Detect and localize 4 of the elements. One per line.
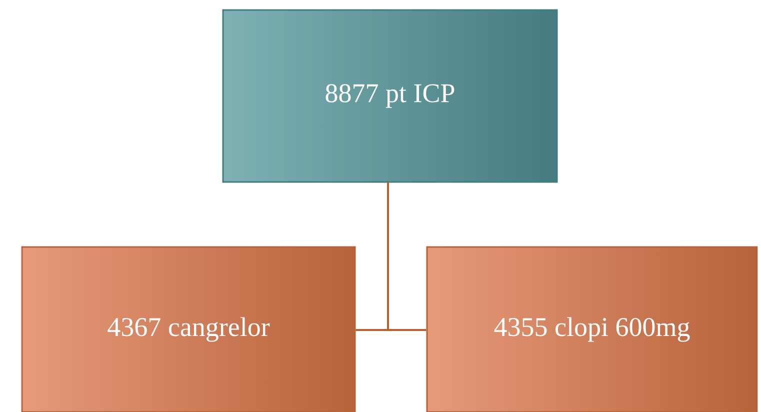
text-box: 4367 cangrelor	[21, 246, 356, 412]
connector-line	[387, 182, 426, 331]
text-box: 8877 pt ICP	[222, 9, 558, 183]
text-box: 4355 clopi 600mg	[426, 246, 758, 412]
